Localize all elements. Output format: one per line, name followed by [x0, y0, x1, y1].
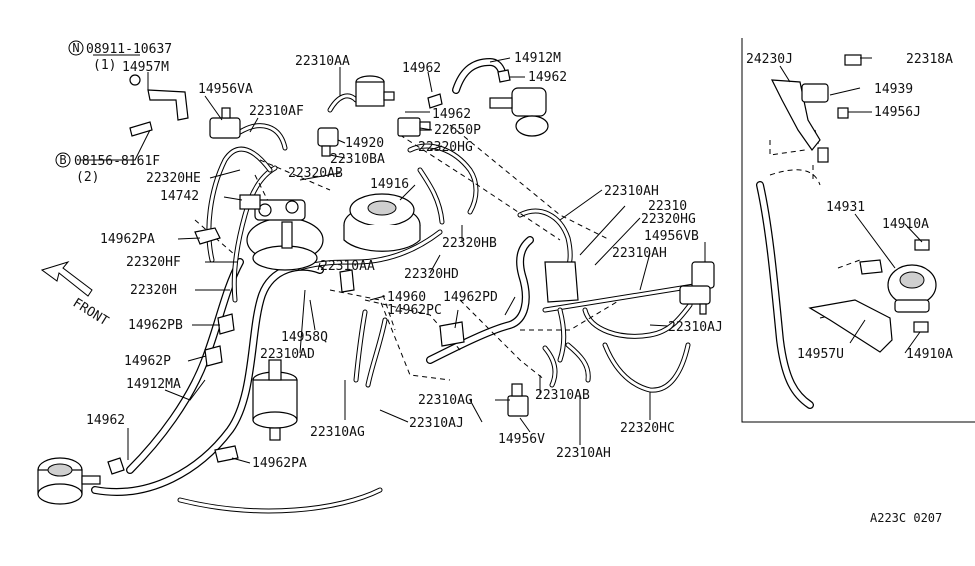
vacuum-canister-14916	[343, 193, 421, 252]
bracket-14957M	[129, 74, 189, 137]
label-22320AB: 22320AB	[288, 166, 343, 181]
valve-14956V	[507, 383, 529, 417]
label-14956VB: 14956VB	[644, 229, 699, 244]
label-14910A-top: 14910A	[882, 217, 929, 232]
label-22310AG-mid: 22310AG	[418, 393, 473, 408]
inset-bracket-14957U	[808, 299, 893, 353]
label-14962-low: 14962	[86, 413, 125, 428]
label-08156-8161F: 08156-8161F	[74, 154, 160, 169]
nut-symbol-letter: N	[72, 41, 79, 55]
label-22310AB: 22310AB	[535, 388, 590, 403]
label-22320HD: 22320HD	[404, 267, 459, 282]
label-22650P: 22650P	[434, 123, 481, 138]
label-14956V: 14956V	[498, 432, 545, 447]
inset-frame	[741, 38, 975, 423]
label-22310AG-left: 22310AG	[310, 425, 365, 440]
label-22310AF: 22310AF	[249, 104, 304, 119]
label-14962PB: 14962PB	[128, 318, 183, 333]
valve-14956VB	[679, 261, 715, 315]
label-08156-qty: (2)	[76, 170, 99, 185]
label-14920: 14920	[345, 136, 384, 151]
label-14916: 14916	[370, 177, 409, 192]
label-14962PC: 14962PC	[387, 303, 442, 318]
label-14912M: 14912M	[514, 51, 561, 66]
label-08911-qty: (1)	[93, 58, 116, 73]
label-14957M: 14957M	[122, 60, 169, 75]
label-14962-mid: 14962	[432, 107, 471, 122]
label-14962PD: 14962PD	[443, 290, 498, 305]
valve-14956VA	[209, 107, 241, 139]
label-22310AJ-right: 22310AJ	[668, 320, 723, 335]
inset-bracket-24230J	[770, 79, 829, 163]
canister-14912MA	[37, 457, 101, 505]
solenoid-22650P	[397, 117, 431, 137]
label-22320HF: 22320HF	[126, 255, 181, 270]
front-label: FRONT	[70, 296, 111, 330]
inset-hose	[756, 181, 814, 409]
label-14962PA-bot: 14962PA	[252, 456, 307, 471]
inset-bolts	[837, 54, 930, 333]
label-14962P: 14962P	[124, 354, 171, 369]
label-14962PA-top: 14962PA	[100, 232, 155, 247]
label-14958Q: 14958Q	[281, 330, 328, 345]
label-14742: 14742	[160, 189, 199, 204]
valve-14920	[317, 127, 339, 157]
label-22310AD: 22310AD	[260, 347, 315, 362]
label-14939: 14939	[874, 82, 913, 97]
label-22310AJ-bottom: 22310AJ	[409, 416, 464, 431]
valve-14912M	[489, 87, 549, 137]
label-22310AH-bottom: 22310AH	[556, 446, 611, 461]
valve-top-22310AA	[355, 75, 395, 107]
fuel-filter	[252, 359, 298, 441]
label-14960: 14960	[387, 290, 426, 305]
label-22310AH-top: 22310AH	[604, 184, 659, 199]
clamps	[107, 69, 579, 475]
leader-lines	[80, 54, 923, 464]
label-14910A-bottom: 14910A	[906, 347, 953, 362]
bolt-symbol-letter: B	[59, 153, 66, 167]
label-14931: 14931	[826, 200, 865, 215]
label-22310AH-mid: 22310AH	[612, 246, 667, 261]
label-14956VA: 14956VA	[198, 82, 253, 97]
label-14962-top: 14962	[402, 61, 441, 76]
label-14962-top-right: 14962	[528, 70, 567, 85]
label-22318A: 22318A	[906, 52, 953, 67]
label-22320H: 22320H	[130, 283, 177, 298]
label-22310AA-mid: 22310AA	[320, 259, 375, 274]
label-22310BA: 22310BA	[330, 152, 385, 167]
throttle-body-assembly	[239, 194, 324, 271]
label-08911-10637: 08911-10637	[86, 42, 172, 57]
label-22310: 22310	[648, 199, 687, 214]
front-arrow-icon	[40, 261, 93, 297]
nut-symbol-icon: N	[68, 40, 84, 56]
label-14956J: 14956J	[874, 105, 921, 120]
inset-valve-14931	[859, 259, 937, 313]
bolt-symbol-icon: B	[55, 152, 71, 168]
label-22320HB: 22320HB	[442, 236, 497, 251]
label-22320HC: 22320HC	[620, 421, 675, 436]
part-labels: 08911-10637 (1) 14957M 14956VA 22310AF 0…	[74, 42, 953, 471]
label-22320HE: 22320HE	[146, 171, 201, 186]
label-14957U: 14957U	[797, 347, 844, 362]
label-22310AA-top: 22310AA	[295, 54, 350, 69]
label-22320HG-top: 22320HG	[418, 140, 473, 155]
label-24230J: 24230J	[746, 52, 793, 67]
diagram-code: A223C 0207	[870, 511, 942, 525]
label-14912MA: 14912MA	[126, 377, 181, 392]
label-22320HG-right: 22320HG	[641, 212, 696, 227]
